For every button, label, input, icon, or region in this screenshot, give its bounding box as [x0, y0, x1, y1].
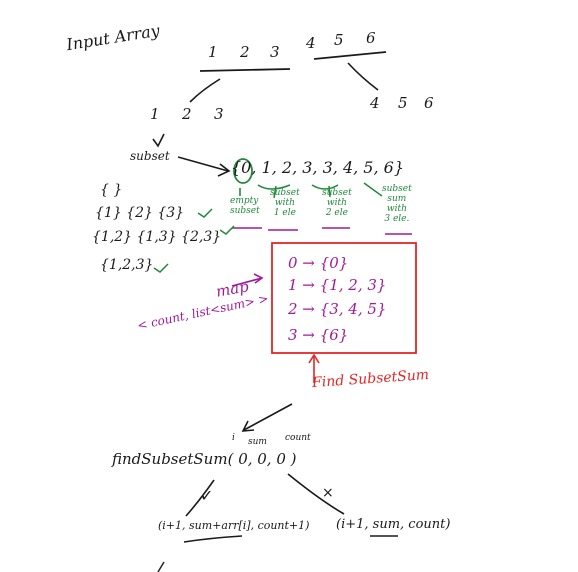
- map-row: 0 → {0}: [288, 254, 349, 272]
- annotation-two-ele: subset with 2 ele: [322, 188, 352, 218]
- array-item: 5: [334, 31, 344, 49]
- annotation-line: sum: [387, 194, 407, 204]
- annotation-line: with: [326, 198, 347, 208]
- param-label: i: [232, 433, 235, 443]
- left-half-item: 3: [214, 105, 224, 123]
- annotation-one-ele: subset with 1 ele: [270, 188, 300, 218]
- param-label: count: [285, 433, 311, 443]
- left-half-item: 2: [182, 105, 192, 123]
- annotation-line: subset: [382, 184, 412, 194]
- array-item: 2: [240, 43, 250, 61]
- split-line-right: [313, 51, 387, 60]
- right-half-item: 6: [424, 94, 434, 112]
- check-mark: [152, 133, 165, 148]
- split-line-left: [199, 68, 291, 72]
- map-row: 1 → {1, 2, 3}: [288, 276, 387, 294]
- param-label: sum: [248, 437, 267, 447]
- annotation-line: 3 ele.: [384, 214, 410, 224]
- array-item: 6: [366, 29, 376, 47]
- annotation-empty-subset: empty subset: [230, 196, 260, 216]
- subset-label: subset: [130, 149, 170, 163]
- annotation-line: with: [386, 204, 407, 214]
- annotation-line: subset: [230, 206, 260, 216]
- subsets-row: {1,2,3}: [100, 257, 154, 273]
- annotation-line: subset: [270, 188, 300, 198]
- left-branch-call: (i+1, sum+arr[i], count+1): [158, 519, 310, 532]
- right-half-item: 5: [398, 94, 408, 112]
- zero-circle: [233, 158, 253, 184]
- annotation-line: subset: [322, 188, 352, 198]
- array-item: 3: [270, 43, 280, 61]
- branch-right: [347, 62, 379, 91]
- map-box: [271, 242, 417, 354]
- subset-sums: {0, 1, 2, 3, 3, 4, 5, 6}: [231, 158, 404, 177]
- subset-arrow: [177, 156, 229, 172]
- annotation-line: with: [274, 198, 295, 208]
- right-branch-call: (i+1, sum, count): [336, 517, 451, 532]
- array-item: 1: [208, 43, 218, 61]
- subsets-row: {1} {2} {3}: [95, 205, 185, 221]
- right-half-item: 4: [370, 94, 380, 112]
- branch-left: [189, 78, 221, 103]
- annotation-line: empty: [230, 196, 259, 206]
- annotation-line: 1 ele: [273, 208, 296, 218]
- array-item: 4: [306, 34, 316, 52]
- take-mark: ✓: [200, 486, 214, 505]
- subsets-row: {1,2} {1,3} {2,3}: [92, 229, 222, 245]
- map-row: 3 → {6}: [288, 326, 349, 344]
- left-half-item: 1: [150, 105, 160, 123]
- function-call: findSubsetSum( 0, 0, 0 ): [112, 450, 297, 468]
- skip-mark: ×: [322, 485, 334, 501]
- annotation-line: 2 ele: [325, 208, 348, 218]
- map-row: 2 → {3, 4, 5}: [288, 300, 387, 318]
- annotation-three-ele: subset sum with 3 ele.: [382, 184, 412, 224]
- subsets-row: { }: [100, 182, 123, 198]
